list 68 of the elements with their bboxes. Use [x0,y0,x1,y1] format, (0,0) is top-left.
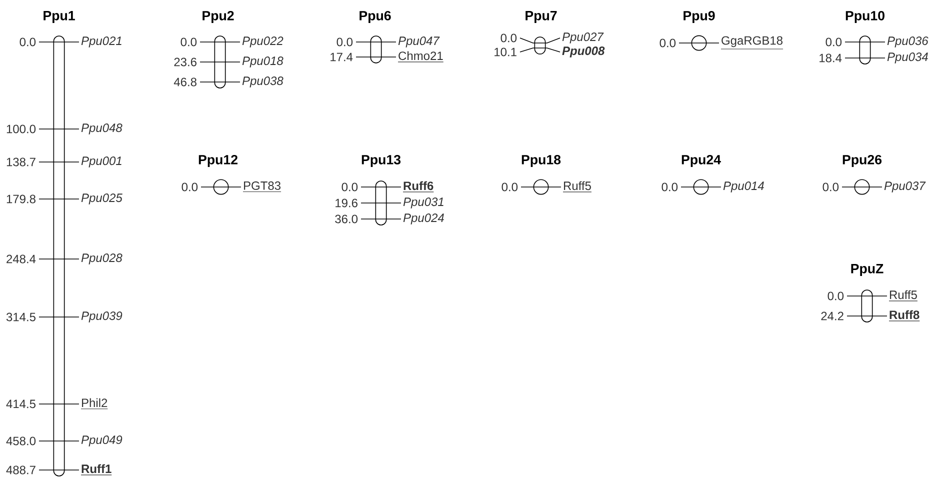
position-label: 0.0 [822,182,839,192]
marker-name: Ruff5 [562,181,592,192]
position-label: 36.0 [335,214,358,224]
position-label: 0.0 [20,38,36,46]
chromosome-title: Ppu7 [526,11,557,23]
position-label: 0.0 [662,182,678,192]
marker-name: Ppu034 [887,52,928,64]
position-label: 17.4 [330,52,353,62]
marker-name: Ppu037 [884,182,926,192]
position-label: 0.0 [828,292,844,300]
marker-name: Ppu028 [81,254,122,264]
marker-name: Ruff6 [402,181,434,192]
position-label: 0.0 [500,34,517,42]
marker-name: Ppu031 [403,198,444,208]
position-label: 0.0 [502,182,518,192]
position-label: 248.4 [6,254,36,264]
marker-name: Ppu014 [723,182,764,192]
marker-name: Chmo21 [398,51,444,62]
chromosome-title: Ppu2 [202,10,234,24]
chromosome-title: Ppu1 [44,11,75,23]
position-label: 0.0 [342,182,358,192]
marker-name: PGT83 [242,181,282,192]
position-label: 23.6 [174,58,196,66]
marker-name: Ppu048 [81,124,122,134]
marker-name: Ppu047 [398,36,440,48]
marker-name: Ppu001 [81,156,122,168]
position-label: 138.7 [6,158,36,166]
chromosome-title: Ppu24 [682,154,721,168]
chromosome-title: Ppu6 [360,10,391,24]
position-label: 0.0 [336,38,353,46]
chromosome-title: Ppu10 [846,10,884,24]
marker-name: Ppu036 [887,36,928,48]
position-label: 458.0 [6,436,36,446]
chromosome-title: Ppu13 [362,154,401,168]
position-label: 179.8 [6,194,36,204]
marker-name: Ppu049 [81,436,122,446]
position-label: 100.0 [6,124,36,134]
position-label: 0.0 [826,38,842,46]
position-label: 414.5 [6,400,36,408]
marker-name: Ppu018 [242,56,284,68]
marker-name: Ppu008 [562,46,605,58]
chromosome-title: Ppu26 [842,154,882,168]
chromosome-title: Ppu12 [198,154,238,168]
marker-name: Ppu024 [403,214,444,224]
position-label: 314.5 [6,312,36,322]
marker-name: Ppu021 [81,36,122,48]
marker-name: Ruff5 [888,290,918,302]
position-label: 18.4 [820,54,842,62]
marker-name: Phil2 [80,398,108,410]
marker-name: GgaRGB18 [720,36,784,50]
position-label: 488.7 [6,466,36,474]
chromosome-title: Ppu18 [522,154,561,168]
position-label: 0.0 [180,38,197,46]
marker-name: Ppu022 [242,36,284,48]
chromosome-title: Ppu9 [684,10,715,24]
marker-name: Ruff8 [888,310,920,322]
position-label: 0.0 [182,182,198,192]
position-label: 10.1 [494,48,516,56]
position-label: 19.6 [336,198,358,208]
position-label: 0.0 [660,38,676,48]
marker-name: Ruff1 [80,464,112,476]
marker-name: Ppu027 [562,32,604,44]
position-label: 24.2 [821,312,844,320]
marker-name: Ppu039 [81,312,122,322]
position-label: 46.8 [174,78,196,86]
marker-name: Ppu025 [81,194,122,204]
chromosome-title: PpuZ [851,264,884,276]
marker-name: Ppu038 [242,76,284,88]
